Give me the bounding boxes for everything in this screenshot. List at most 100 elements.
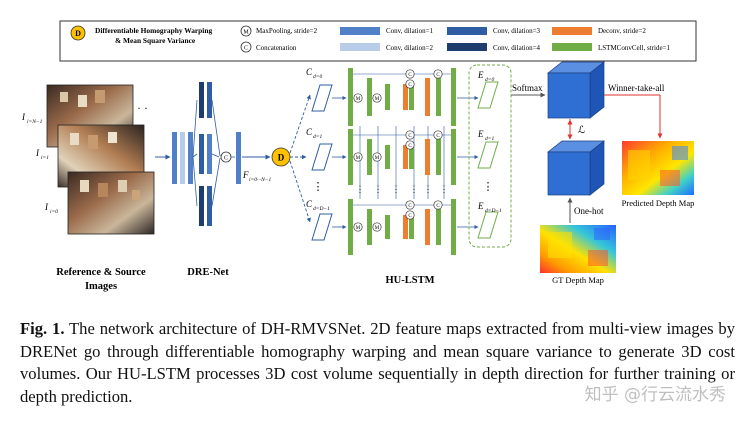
concat-node-label: C <box>436 204 440 209</box>
probability-volume-cube <box>546 61 606 119</box>
hu-lstm-dots: ⋮ <box>392 184 401 194</box>
svg-text:C: C <box>224 156 228 162</box>
cost-volume-sub-0: d=0 <box>313 74 322 80</box>
cost-volumes: C d=0 C d=1 ⋮ C d=D−1 <box>306 67 333 241</box>
maxpool-node-label: M <box>375 156 380 161</box>
diff-warping-node-label: D <box>278 153 285 163</box>
legend-m-label: MaxPooling, stride=2 <box>256 27 318 35</box>
legend-d-symbol: D <box>75 29 81 38</box>
legend-m-symbol: M <box>243 30 249 36</box>
pred-depth-label: Predicted Depth Map <box>622 198 695 208</box>
lstm-cell <box>409 215 414 239</box>
cost-volume-dots: ⋮ <box>313 181 324 193</box>
input-sub-top: i=N−1 <box>27 119 43 125</box>
maxpool-node-icon <box>353 152 363 162</box>
dre-conv-layer <box>180 132 185 184</box>
cost-volume-sub-1: d=1 <box>313 134 322 140</box>
concat-node-icon <box>433 130 443 140</box>
input-label-top: I <box>21 112 26 122</box>
input-sub-bot: i=0 <box>50 209 58 215</box>
hu-lstm-dots: ⋮ <box>356 184 365 194</box>
caption-text: The network architecture of DH-RMVSNet. … <box>20 319 735 406</box>
input-label-mid: I <box>35 148 40 158</box>
lstm-cell <box>385 84 390 110</box>
output-sub-0: d=0 <box>485 77 494 83</box>
legend-c-symbol-icon <box>240 41 252 53</box>
hu-lstm-dots: ⋮ <box>410 184 419 194</box>
concat-node-icon <box>405 79 415 89</box>
gt-depth-map <box>540 225 616 273</box>
concat-node-icon <box>433 69 443 79</box>
maxpool-node-label: M <box>356 97 361 102</box>
predicted-depth-map <box>622 141 694 195</box>
legend-conv1-label: Conv, dilation=1 <box>386 27 434 35</box>
lstm-cell <box>348 199 353 255</box>
legend: D Differentiable Homography Warping & Me… <box>59 20 697 62</box>
lstm-cell <box>436 78 441 116</box>
legend-c-label: Concatenation <box>256 44 297 52</box>
lstm-cell <box>409 84 414 110</box>
dre-conv-layer <box>188 132 193 184</box>
cost-volume-label-2: C <box>306 199 313 209</box>
input-sub-mid: i=1 <box>41 155 49 161</box>
watermark: 知乎 @行云流水秀 <box>584 385 726 405</box>
legend-d-label-2: & Mean Square Variance <box>115 36 196 45</box>
concat-node-label: C <box>408 204 412 209</box>
cost-volume-plane <box>311 143 333 171</box>
output-label-0: E <box>477 70 484 80</box>
maxpool-node-label: M <box>375 226 380 231</box>
lstm-cell <box>385 145 390 169</box>
cost-volume-sub-2: d=D−1 <box>313 206 330 212</box>
concat-node-label: C <box>436 73 440 78</box>
lstm-cell <box>451 199 456 255</box>
output-plane <box>477 211 499 239</box>
legend-d-label-1: Differentiable Homography Warping <box>95 26 212 35</box>
dre-conv-layer <box>207 82 212 118</box>
output-sub-2: d=D−1 <box>485 208 502 214</box>
legend-c-symbol: C <box>244 46 248 52</box>
output-sub-1: d=1 <box>485 136 494 142</box>
lstm-cell <box>348 68 353 126</box>
dre-conv-layer <box>207 186 212 226</box>
legend-d-symbol-icon <box>70 25 86 41</box>
input-label-bot: I <box>44 202 49 212</box>
caption-fig-label: Fig. 1. <box>20 319 65 338</box>
maxpool-node-label: M <box>375 97 380 102</box>
loss-label: ℒ <box>578 125 585 136</box>
images-caption-2: Images <box>85 281 117 292</box>
concat-node-label: C <box>408 83 412 88</box>
wta-label: Winner-take-all <box>608 83 665 93</box>
maxpool-node-icon <box>372 222 382 232</box>
legend-conv3-swatch <box>447 27 487 35</box>
features-sub: i=0···N−1 <box>249 177 271 183</box>
hu-lstm-dots: ⋮ <box>374 184 383 194</box>
concat-node-label: C <box>408 73 412 78</box>
outputs: E d=0 E d=1 ⋮ E d=D−1 <box>468 64 512 248</box>
input-images: · · I i=N−1 I i=1 I i=0 Reference & Sour… <box>21 84 155 292</box>
deconv-layer <box>403 84 408 110</box>
cost-volume-plane <box>311 213 333 241</box>
images-dots: · · <box>137 101 148 115</box>
deconv-layer <box>425 139 430 175</box>
output-plane <box>477 81 499 109</box>
concat-node-label: C <box>408 134 412 139</box>
maxpool-node-icon <box>372 152 382 162</box>
hu-lstm-dots: ⋮ <box>440 184 449 194</box>
cost-volume-label-1: C <box>306 127 313 137</box>
output-plane <box>477 141 499 169</box>
output-label-1: E <box>477 129 484 139</box>
gt-depth-label: GT Depth Map <box>552 275 604 285</box>
dre-conv-layer <box>199 134 204 174</box>
output-dots: ⋮ <box>483 181 494 193</box>
dre-conv-layer <box>199 186 204 226</box>
maxpool-node-icon <box>372 93 382 103</box>
hu-lstm-label: HU-LSTM <box>385 275 434 286</box>
concat-node-label: C <box>408 214 412 219</box>
lstm-cell <box>367 209 372 245</box>
legend-conv4-label: Conv, dilation=4 <box>493 44 541 52</box>
lstm-cell <box>451 68 456 126</box>
legend-lstm-swatch <box>552 43 592 51</box>
legend-conv3-label: Conv, dilation=3 <box>493 27 541 35</box>
maxpool-node-label: M <box>356 226 361 231</box>
